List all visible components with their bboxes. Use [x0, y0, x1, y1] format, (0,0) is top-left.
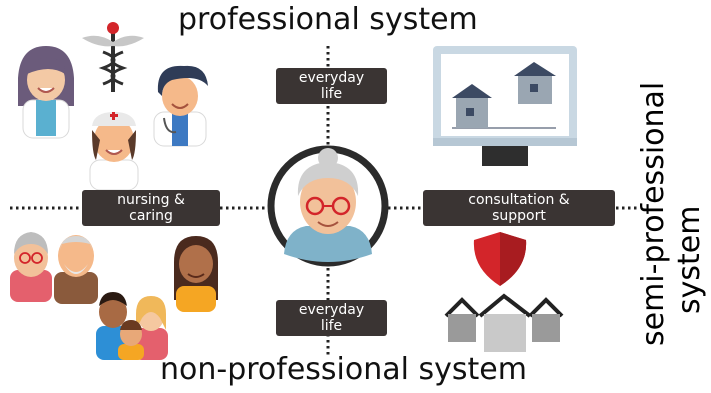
house-icon [514, 62, 556, 104]
everyday-life-box-bottom: everyday life [276, 300, 387, 336]
semi-professional-label-line2: system [672, 205, 707, 314]
elderly-woman-icon [267, 145, 389, 267]
house-icon [452, 84, 492, 128]
nursing-caring-box: nursing & caring [82, 190, 220, 226]
female-doctor-icon [18, 46, 74, 139]
box-label-line1: everyday [298, 70, 365, 86]
box-label-line1: consultation & [468, 192, 570, 208]
box-label-line1: nursing & [117, 192, 185, 208]
box-label-line2: life [320, 86, 343, 102]
young-woman-icon [174, 236, 218, 312]
family-icon [96, 292, 168, 360]
shield-icon [473, 232, 527, 286]
semi-professional-label-line1: semi-professional [636, 81, 671, 346]
box-label-line2: support [492, 208, 546, 224]
elderly-couple-icon [10, 232, 98, 304]
professional-system-label: professional system [178, 2, 478, 37]
consultation-support-box: consultation & support [423, 190, 615, 226]
computer-monitor-icon [433, 46, 577, 166]
non-professional-system-label: non-professional system [160, 352, 527, 387]
caduceus-icon [82, 22, 144, 92]
houses-icon [444, 293, 564, 352]
everyday-life-box-top: everyday life [276, 68, 387, 104]
box-label-line2: caring [129, 208, 173, 224]
male-doctor-icon [153, 65, 208, 147]
box-label-line1: everyday [298, 302, 365, 318]
nurse-icon [89, 112, 139, 191]
box-label-line2: life [320, 318, 343, 334]
